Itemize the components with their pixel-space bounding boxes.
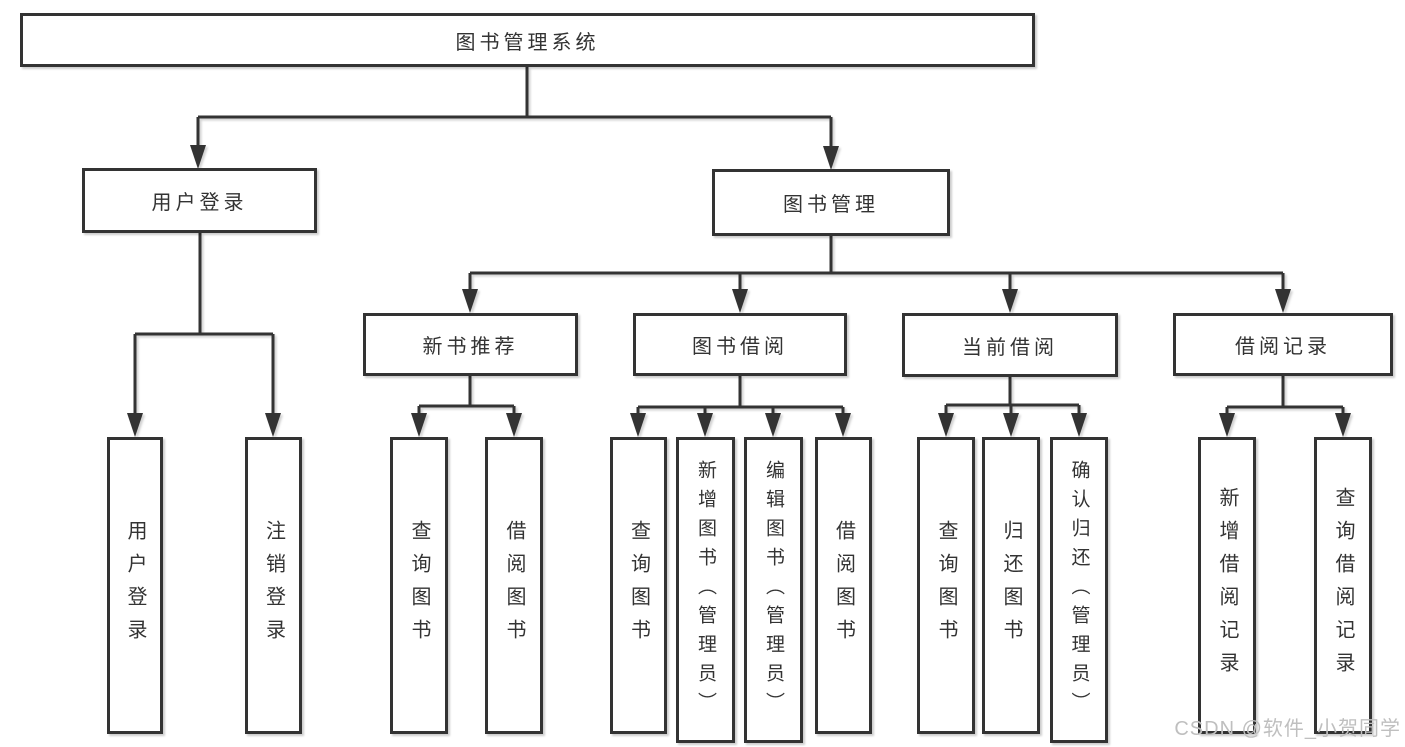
node-borrow-books-recommend: 借阅图书	[485, 437, 543, 734]
node-query-books-current: 查询图书	[917, 437, 975, 734]
node-label: 新增图书（管理员）	[695, 459, 716, 721]
node-book-borrowing: 图书借阅	[633, 313, 847, 376]
node-new-book-recommend: 新书推荐	[363, 313, 578, 376]
node-library-management-system: 图书管理系统	[20, 13, 1035, 67]
node-label: 确认归还（管理员）	[1068, 459, 1090, 721]
node-label: 图书借阅	[692, 336, 788, 358]
node-return-books: 归还图书	[982, 437, 1040, 734]
arrowhead-icon	[462, 289, 478, 313]
arrowhead-icon	[732, 289, 748, 313]
node-book-management: 图书管理	[712, 169, 950, 236]
arrowhead-icon	[823, 146, 839, 170]
node-confirm-return-admin: 确认归还（管理员）	[1050, 437, 1108, 743]
node-label: 图书管理系统	[455, 31, 600, 54]
node-label: 归还图书	[1000, 519, 1022, 652]
node-query-books-recommend: 查询图书	[390, 437, 448, 734]
arrowhead-icon	[1275, 289, 1291, 313]
arrowhead-icon	[506, 413, 522, 437]
arrowhead-icon	[1002, 289, 1018, 313]
arrowhead-icon	[1003, 413, 1019, 437]
node-label: 借阅图书	[832, 519, 855, 652]
node-borrowing-records: 借阅记录	[1173, 313, 1393, 376]
node-label: 查询借阅记录	[1332, 486, 1354, 685]
arrowhead-icon	[190, 145, 206, 169]
node-user-login: 用户登录	[82, 168, 317, 233]
arrowhead-icon	[835, 413, 851, 437]
node-label: 查询图书	[627, 519, 650, 652]
arrowhead-icon	[411, 413, 427, 437]
node-label: 借阅图书	[503, 519, 525, 652]
node-label: 新书推荐	[422, 336, 519, 358]
arrowhead-icon	[630, 413, 646, 437]
node-label: 注销登录	[262, 519, 285, 652]
node-add-borrow-record: 新增借阅记录	[1198, 437, 1256, 734]
node-label: 借阅记录	[1235, 336, 1331, 358]
arrowhead-icon	[127, 413, 143, 437]
node-label: 用户登录	[151, 192, 248, 214]
node-label: 图书管理	[783, 194, 879, 216]
arrowhead-icon	[1071, 413, 1087, 437]
node-current-borrowing: 当前借阅	[902, 313, 1118, 377]
node-query-books-borrow: 查询图书	[610, 437, 667, 734]
node-label: 当前借阅	[962, 336, 1058, 359]
node-query-borrow-record: 查询借阅记录	[1314, 437, 1372, 734]
node-label: 编辑图书（管理员）	[763, 459, 784, 721]
node-user-login-leaf: 用户登录	[107, 437, 163, 734]
arrowhead-icon	[765, 413, 781, 437]
node-label: 新增借阅记录	[1216, 486, 1238, 685]
arrowhead-icon	[265, 413, 281, 437]
arrowhead-icon	[1335, 413, 1351, 437]
node-logout-leaf: 注销登录	[245, 437, 302, 734]
arrowhead-icon	[697, 413, 713, 437]
arrowhead-icon	[938, 413, 954, 437]
node-borrow-books-borrow: 借阅图书	[815, 437, 872, 734]
arrowhead-icon	[1219, 413, 1235, 437]
node-label: 查询图书	[408, 519, 430, 652]
node-add-book-admin: 新增图书（管理员）	[676, 437, 735, 743]
node-label: 用户登录	[124, 519, 146, 652]
node-edit-book-admin: 编辑图书（管理员）	[744, 437, 803, 743]
node-label: 查询图书	[935, 519, 957, 652]
